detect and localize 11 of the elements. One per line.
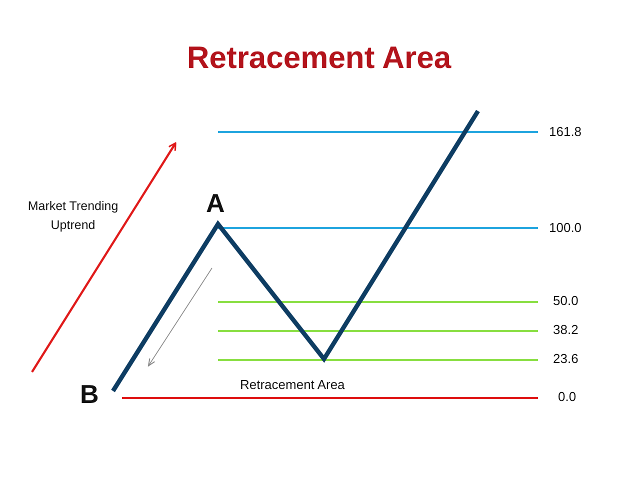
level-value: 23.6 [553,351,578,366]
level-value: 161.8 [549,124,582,139]
level-value: 100.0 [549,220,582,235]
level-value: 38.2 [553,322,578,337]
level-value: 0.0 [558,389,576,404]
point-label: B [80,379,99,410]
trend-label: Market Trending Uptrend [26,198,120,234]
area-label: Retracement Area [240,377,345,392]
point-label: A [206,188,225,219]
title: Retracement Area [186,40,452,76]
level-value: 50.0 [553,293,578,308]
